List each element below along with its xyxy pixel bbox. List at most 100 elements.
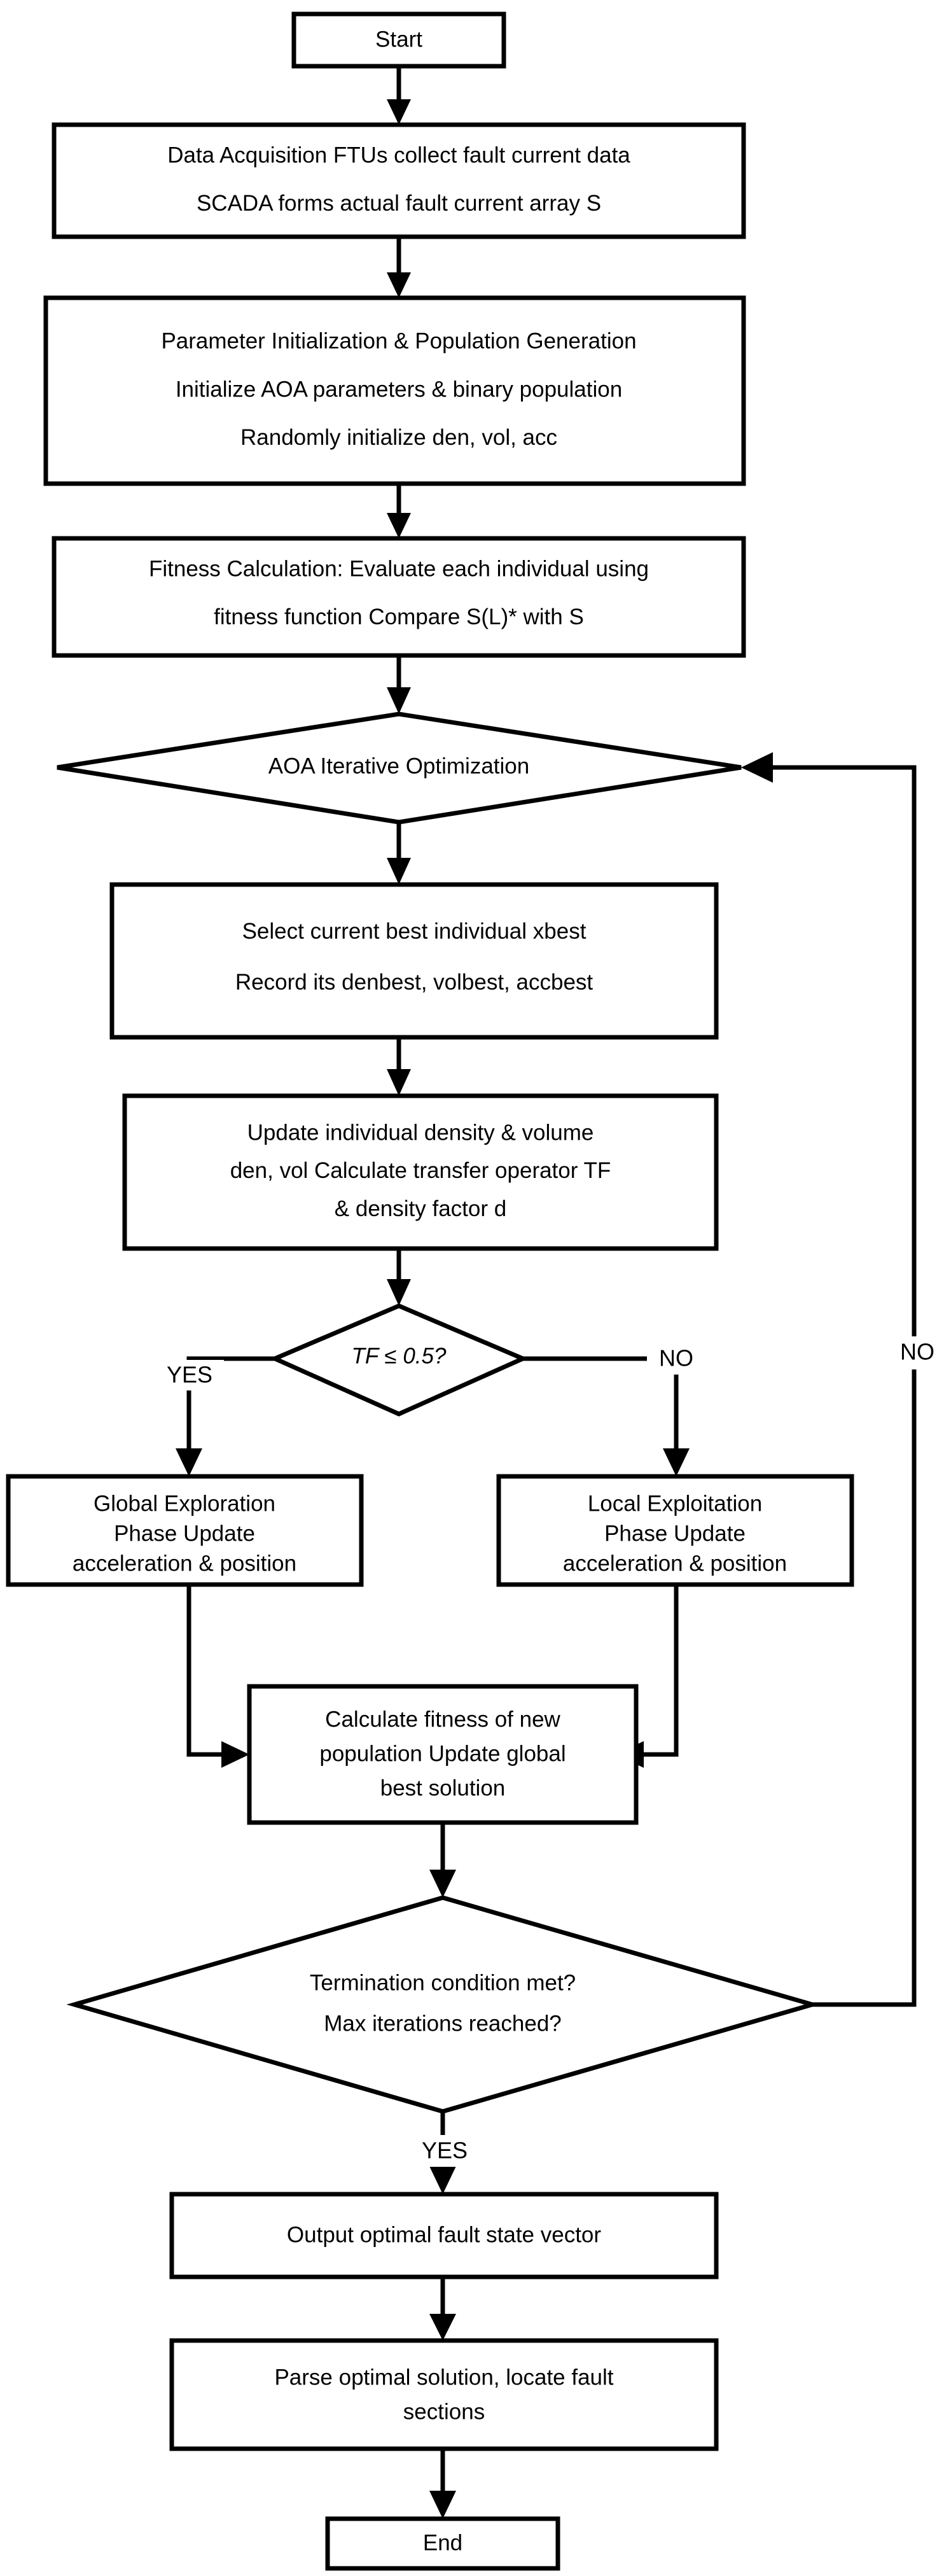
- termination-line2: Max iterations reached?: [324, 2011, 562, 2036]
- node-global-exploration[interactable]: Global Exploration Phase Update accelera…: [6, 1474, 364, 1587]
- data-acquisition-line2-text: SCADA forms actual fault current array: [197, 191, 587, 216]
- start-label: Start: [375, 27, 422, 52]
- select-best-line1-subscript: best: [544, 919, 586, 944]
- calc-new-fitness-line1: Calculate fitness of new: [325, 1707, 560, 1732]
- node-param-init[interactable]: Parameter Initialization & Population Ge…: [43, 295, 746, 486]
- termination-line1: Termination condition met?: [310, 1970, 576, 1995]
- update-density-line3-d: d: [494, 1196, 506, 1221]
- select-best-line2-den: den: [342, 970, 378, 995]
- update-density-line2: den, vol Calculate transfer operator TF: [230, 1158, 611, 1183]
- arrowhead-merge-to-termination: [429, 1870, 456, 1898]
- termination-diamond[interactable]: [66, 1895, 821, 2114]
- arrowhead-update-to-tf: [387, 1279, 411, 1306]
- arrowhead-termination-yes: [429, 2166, 456, 2194]
- select-best-line1-symbol: x: [533, 919, 545, 944]
- fitness-calc-line1: Fitness Calculation: Evaluate each indiv…: [149, 556, 649, 581]
- loop-no-label-bg: [891, 1336, 944, 1369]
- update-density-box[interactable]: [122, 1093, 719, 1251]
- aoa-loop-label: AOA Iterative Optimization: [268, 753, 529, 778]
- node-select-best[interactable]: Select current best individual xbest Rec…: [109, 882, 719, 1040]
- arrowhead-output-to-parse: [429, 2314, 456, 2341]
- local-exploitation-line1: Local Exploitation: [588, 1491, 762, 1516]
- arrowhead-tf-yes: [176, 1448, 202, 1476]
- arrowhead-tf-no: [663, 1448, 690, 1476]
- fitness-calc-line2-b: S(L)*: [466, 605, 517, 629]
- select-best-line2-sub1: best,: [379, 970, 434, 995]
- node-output-vector[interactable]: Output optimal fault state vector: [169, 2192, 719, 2279]
- termination-yes-label: YES: [422, 2138, 468, 2164]
- arrowhead-param-to-fitness: [387, 513, 411, 538]
- update-density-line3: & density factor d: [335, 1196, 506, 1221]
- calc-new-fitness-box[interactable]: [247, 1684, 639, 1825]
- data-acquisition-box[interactable]: [52, 122, 746, 239]
- select-best-line2-a: Record its: [235, 970, 342, 995]
- node-calc-new-fitness[interactable]: Calculate fitness of new population Upda…: [247, 1684, 639, 1825]
- end-box[interactable]: [325, 2516, 560, 2571]
- edge-local-to-merge: [636, 1585, 679, 1757]
- node-parse-solution[interactable]: Parse optimal solution, locate fault sec…: [169, 2338, 719, 2451]
- node-fitness-calc[interactable]: Fitness Calculation: Evaluate each indiv…: [52, 536, 746, 658]
- select-best-line2-vol: vol: [433, 970, 462, 995]
- output-vector-box[interactable]: [169, 2192, 719, 2279]
- node-end[interactable]: End: [325, 2516, 560, 2571]
- edge-label-layer: YES NO NO YES: [159, 1336, 944, 2167]
- fitness-calc-line2-c: with: [517, 605, 569, 629]
- tf-no-label: NO: [659, 1345, 693, 1371]
- global-exploration-line2: Phase Update: [114, 1521, 255, 1546]
- arrowhead-loop-to-aoa: [741, 752, 773, 783]
- calc-new-fitness-line3: best solution: [380, 1775, 506, 1800]
- select-best-line2-acc: acc: [517, 970, 551, 995]
- node-start[interactable]: Start: [291, 11, 506, 69]
- fitness-calc-line2: fitness function Compare S(L)* with S: [214, 605, 584, 629]
- arrowhead-start-to-data: [387, 99, 411, 125]
- parse-solution-line2: sections: [403, 2399, 485, 2424]
- arrowhead-global-to-merge: [221, 1741, 249, 1768]
- end-label: End: [423, 2530, 462, 2555]
- edge-termination-no-loop: [773, 765, 917, 2007]
- param-init-line3: Randomly initialize den, vol, acc: [240, 425, 557, 450]
- local-exploitation-box[interactable]: [496, 1474, 854, 1587]
- edge-global-to-merge: [186, 1585, 229, 1757]
- param-init-line3-text: Randomly initialize: [240, 425, 433, 450]
- parse-solution-line1: Parse optimal solution, locate fault: [274, 2365, 613, 2390]
- tf-no-label-bg: [647, 1344, 705, 1375]
- calc-new-fitness-line2: population Update global: [319, 1741, 566, 1766]
- select-best-box[interactable]: [109, 882, 719, 1040]
- aoa-loop-diamond[interactable]: [57, 711, 742, 825]
- node-local-exploitation[interactable]: Local Exploitation Phase Update accelera…: [496, 1474, 854, 1587]
- update-density-line2-tf: TF: [584, 1158, 611, 1183]
- tf-yes-label: YES: [167, 1362, 212, 1388]
- tf-decision-label: TF ≤ 0.5?: [352, 1343, 447, 1368]
- local-exploitation-line3: acceleration & position: [563, 1551, 787, 1576]
- arrowhead-select-to-update: [387, 1069, 411, 1096]
- loop-no-label: NO: [900, 1339, 934, 1365]
- arrowhead-data-to-param: [387, 272, 411, 298]
- param-init-line3-symbols: den, vol, acc: [433, 425, 558, 450]
- fitness-calc-line2-d: S: [569, 605, 583, 629]
- update-density-line3-a: & density factor: [335, 1196, 494, 1221]
- param-init-box[interactable]: [43, 295, 746, 486]
- termination-yes-label-bg: [412, 2135, 477, 2167]
- node-termination[interactable]: Termination condition met? Max iteration…: [66, 1895, 821, 2114]
- arrowhead-aoa-to-select: [387, 858, 411, 885]
- select-best-line1: Select current best individual xbest: [242, 919, 587, 944]
- global-exploration-box[interactable]: [6, 1474, 364, 1587]
- node-data-acquisition[interactable]: Data Acquisition FTUs collect fault curr…: [52, 122, 746, 239]
- update-density-line1: Update individual density & volume: [247, 1120, 594, 1145]
- local-exploitation-line2: Phase Update: [604, 1521, 746, 1546]
- param-init-line1: Parameter Initialization & Population Ge…: [161, 328, 636, 353]
- select-best-line2-sub2: best,: [462, 970, 517, 995]
- param-init-line2: Initialize AOA parameters & binary popul…: [176, 377, 622, 402]
- node-update-density[interactable]: Update individual density & volume den, …: [122, 1093, 719, 1251]
- arrowhead-fitness-to-aoa: [387, 687, 411, 714]
- fitness-calc-box[interactable]: [52, 536, 746, 658]
- tf-decision-diamond[interactable]: [269, 1303, 529, 1417]
- update-density-line2-a: den, vol Calculate transfer operator: [230, 1158, 584, 1183]
- parse-solution-box[interactable]: [169, 2338, 719, 2451]
- node-aoa-loop[interactable]: AOA Iterative Optimization: [57, 711, 742, 825]
- node-tf-decision[interactable]: TF ≤ 0.5?: [269, 1303, 529, 1417]
- start-box[interactable]: [291, 11, 506, 69]
- data-acquisition-line2-symbol: S: [587, 191, 601, 216]
- data-acquisition-line2: SCADA forms actual fault current array S: [197, 191, 601, 216]
